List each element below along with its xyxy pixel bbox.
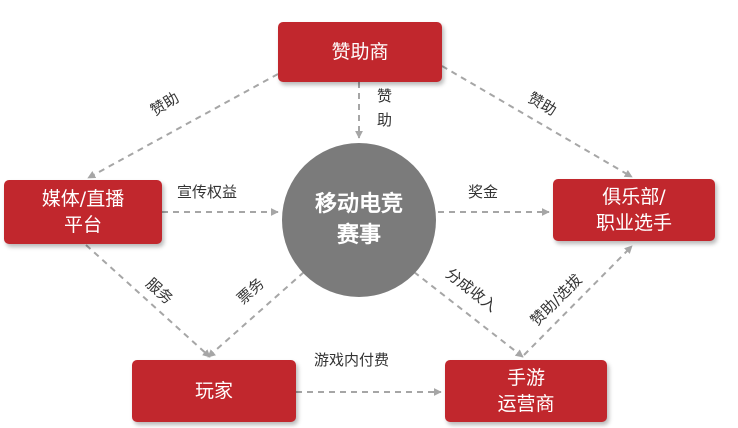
arrow-center-to-operator <box>413 271 524 358</box>
media-platform-node: 媒体/直播 平台 <box>4 180 162 244</box>
club-label-line2: 职业选手 <box>595 212 672 234</box>
club-node: 俱乐部/ 职业选手 <box>553 179 715 241</box>
hub-label-line1: 移动电竞 <box>314 192 403 217</box>
media-platform-label-line2: 平台 <box>63 214 102 236</box>
game-operator-node: 手游 运营商 <box>445 360 607 422</box>
sponsor-node: 赞助商 <box>278 22 442 82</box>
club-label-line1: 俱乐部/ <box>602 186 666 208</box>
edge-label-media-to-center: 宣传权益 <box>177 183 238 201</box>
edge-label-player-to-operator: 游戏内付费 <box>314 351 390 369</box>
arrow-sponsor-to-media <box>87 73 279 179</box>
arrow-sponsor-to-club <box>441 65 633 178</box>
hub-label-line2: 赛事 <box>336 223 381 248</box>
arrow-operator-to-club <box>523 245 633 356</box>
edge-label-sponsor-to-center-1: 赞 <box>377 87 393 105</box>
player-label: 玩家 <box>194 380 233 402</box>
sponsor-label: 赞助商 <box>331 41 389 63</box>
player-node: 玩家 <box>132 360 296 422</box>
arrow-media-to-player <box>85 244 211 358</box>
game-operator-label-line2: 运营商 <box>497 393 555 415</box>
game-operator-label-line1: 手游 <box>506 367 545 389</box>
mobile-esports-event-hub: 移动电竞 赛事 <box>282 143 436 297</box>
edge-label-sponsor-to-center-2: 助 <box>377 111 393 129</box>
media-platform-label-line1: 媒体/直播 <box>41 188 125 210</box>
edge-label-center-to-club: 奖金 <box>468 183 499 201</box>
